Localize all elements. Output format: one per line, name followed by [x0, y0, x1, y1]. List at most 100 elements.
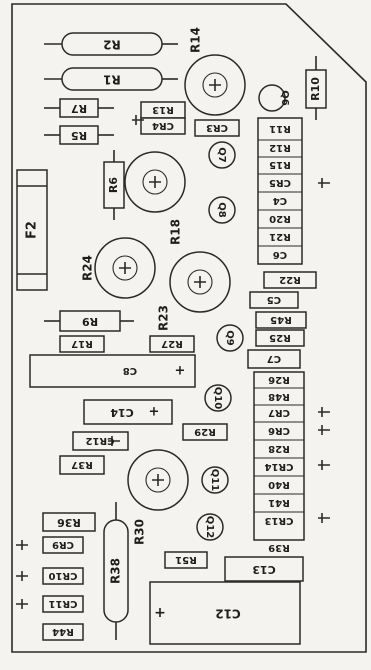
- capacitor-c8: [29, 354, 196, 388]
- resistor-r2: [44, 32, 178, 56]
- label-r25: R25: [269, 332, 291, 343]
- resistor-r6: [103, 150, 125, 220]
- label-r1: R1: [103, 73, 121, 87]
- label-q12: Q12: [204, 516, 215, 538]
- label-c5: C5: [267, 294, 281, 305]
- resistor-r1: [44, 67, 178, 91]
- label-q6: Q6: [279, 90, 290, 106]
- resistor-r37: [59, 455, 105, 475]
- label-r24: R24: [81, 255, 95, 281]
- label-r29: R29: [194, 426, 216, 437]
- resistor-r5: [44, 125, 114, 145]
- label-c7: C7: [267, 353, 281, 364]
- label-cr12: CR12: [85, 435, 114, 446]
- label-r2: R2: [103, 38, 121, 52]
- label-q11: Q11: [209, 469, 220, 491]
- label-r21: R21: [269, 231, 291, 242]
- resistor-r9: [44, 310, 134, 332]
- label-r12: R12: [269, 142, 291, 153]
- potentiometer-r24: [94, 237, 156, 299]
- resistor-r38: [103, 502, 129, 640]
- capacitor-c14: [83, 399, 173, 425]
- label-q7: Q7: [216, 147, 227, 163]
- label-r30: R30: [133, 519, 147, 545]
- diode-cr4: [140, 117, 186, 135]
- label-r7: R7: [71, 102, 87, 115]
- label-cr7: CR7: [268, 407, 290, 418]
- label-r6: R6: [107, 177, 120, 193]
- label-c6: C6: [273, 249, 287, 260]
- resistor-r27: [149, 335, 195, 353]
- label-r38: R38: [109, 558, 123, 584]
- label-r36: R36: [57, 516, 81, 529]
- diode-cr10: [42, 567, 84, 585]
- label-c4: C4: [273, 195, 287, 206]
- label-r20: R20: [269, 213, 291, 224]
- label-r45: R45: [270, 314, 292, 325]
- label-r37: R37: [71, 459, 93, 470]
- label-cr3: CR3: [206, 122, 228, 133]
- transistor-q8: [208, 196, 236, 224]
- resistor-r17: [59, 335, 105, 353]
- label-c13: C13: [252, 563, 275, 576]
- label-r15: R15: [269, 159, 291, 170]
- board-outline: [11, 3, 367, 653]
- label-r13: R13: [152, 104, 174, 115]
- diode-cr3: [194, 119, 240, 137]
- label-r22: R22: [279, 274, 301, 285]
- label-r17: R17: [71, 338, 93, 349]
- label-c8: C8: [123, 365, 137, 376]
- potentiometer-r18: [124, 151, 186, 213]
- transistor-q9: [216, 324, 244, 352]
- label-r26: R26: [268, 374, 290, 385]
- diode-cr11: [42, 595, 84, 613]
- label-r44: R44: [52, 626, 74, 637]
- potentiometer-r23: [169, 251, 231, 313]
- label-r10: R10: [309, 77, 322, 101]
- label-r51: R51: [175, 554, 197, 565]
- label-cr10: CR10: [48, 570, 77, 581]
- diode-markers: [16, 115, 330, 609]
- label-cr5: CR5: [269, 177, 291, 188]
- resistor-r36: [42, 512, 96, 532]
- right-component-stack: [247, 117, 317, 541]
- capacitor-c12: [149, 581, 301, 645]
- label-r14: R14: [189, 27, 203, 53]
- c14-polarity: +: [149, 405, 160, 420]
- label-r41: R41: [268, 497, 290, 508]
- resistor-r29: [182, 423, 228, 441]
- resistor-r10: [305, 56, 327, 120]
- label-f2: F2: [25, 221, 40, 239]
- label-r27: R27: [161, 338, 183, 349]
- diode-cr9: [42, 536, 84, 554]
- label-cr9: CR9: [52, 539, 74, 550]
- transistor-q12: [196, 513, 224, 541]
- transistor-q7: [208, 141, 236, 169]
- label-c12: C12: [215, 607, 241, 621]
- label-r28: R28: [268, 443, 290, 454]
- label-r11: R11: [269, 123, 291, 134]
- c8-polarity: +: [175, 364, 186, 379]
- fuse-f2: [16, 169, 48, 291]
- diode-cr12: [72, 431, 129, 451]
- label-r48: R48: [268, 391, 290, 402]
- label-cr11: CR11: [48, 598, 77, 609]
- label-cr13: CR13: [264, 515, 293, 526]
- c12-polarity: +: [154, 605, 166, 621]
- label-r5: R5: [71, 129, 87, 142]
- label-q9: Q9: [224, 330, 235, 346]
- label-q10: Q10: [212, 387, 223, 409]
- resistor-r7: [44, 98, 114, 118]
- potentiometer-r30: [127, 449, 189, 511]
- resistor-r51: [164, 551, 208, 569]
- transistor-q6: [258, 84, 286, 112]
- label-cr14: CR14: [264, 461, 293, 472]
- resistor-r44: [42, 623, 84, 641]
- label-r40: R40: [268, 479, 290, 490]
- component-labels: R2 R1 R14 R10 Q6 R7 R5 R13 CR4 CR3 R11 R…: [25, 27, 323, 637]
- label-r39: R39: [268, 542, 290, 553]
- label-r9: R9: [82, 315, 98, 328]
- label-cr6: CR6: [268, 425, 290, 436]
